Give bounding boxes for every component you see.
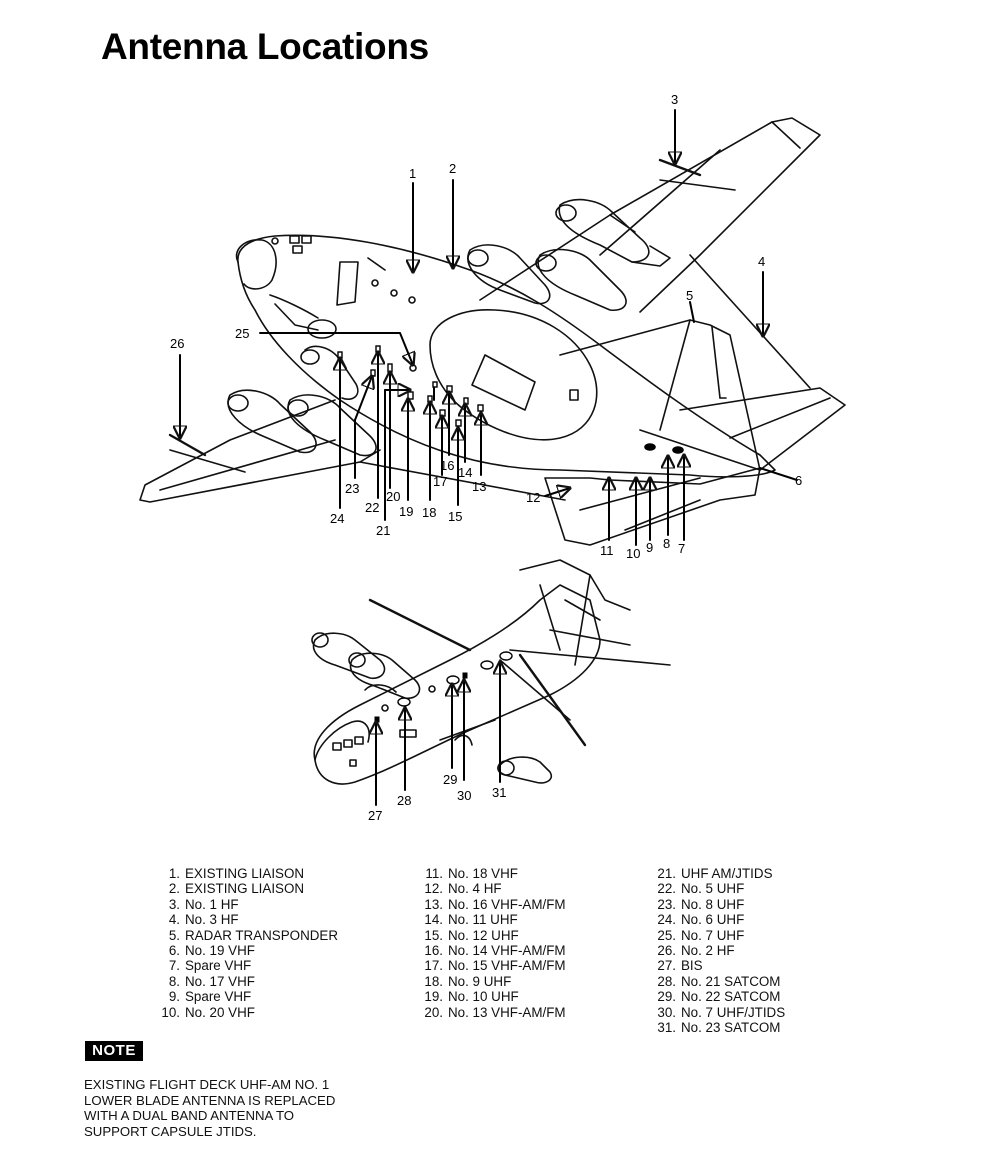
callout-31: 31 bbox=[492, 785, 506, 800]
legend-item: 8.No. 17 VHF bbox=[168, 973, 255, 989]
note-badge: NOTE bbox=[85, 1041, 143, 1061]
callout-27: 27 bbox=[368, 808, 382, 823]
legend-column: 21.UHF AM/JTIDS 22.No. 5 UHF 23.No. 8 UH… bbox=[652, 866, 785, 1035]
callout-12: 12 bbox=[526, 490, 540, 505]
legend-item: 26.No. 2 HF bbox=[657, 942, 735, 958]
legend-item: 6.No. 19 VHF bbox=[168, 942, 255, 958]
callout-24: 24 bbox=[330, 511, 344, 526]
page-title: Antenna Locations bbox=[101, 26, 429, 67]
engine-right-inner bbox=[537, 248, 627, 312]
callout-17: 17 bbox=[433, 474, 447, 489]
callout-7: 7 bbox=[678, 541, 685, 556]
callout-14: 14 bbox=[458, 465, 472, 480]
callout-22: 22 bbox=[365, 500, 379, 515]
callout-labels: 1 2 3 4 5 6 7 8 9 10 11 12 13 14 15 16 1… bbox=[170, 92, 802, 823]
callout-30: 30 bbox=[457, 788, 471, 803]
callout-5: 5 bbox=[686, 288, 693, 303]
note-text: EXISTING FLIGHT DECK UHF-AM NO. 1 LOWER … bbox=[84, 1077, 336, 1139]
legend-item: 29.No. 22 SATCOM bbox=[657, 989, 781, 1005]
legend-item: 1.EXISTING LIAISON bbox=[168, 866, 305, 881]
callout-25: 25 bbox=[235, 326, 249, 341]
tail-fin bbox=[559, 319, 761, 471]
aircraft-top-view bbox=[139, 109, 846, 546]
engine-right-mid bbox=[467, 244, 551, 305]
legend-item: 13.No. 16 VHF-AM/FM bbox=[424, 896, 566, 912]
legend-item: 10.No. 20 VHF bbox=[161, 1004, 255, 1020]
callout-29: 29 bbox=[443, 772, 457, 787]
callout-8: 8 bbox=[663, 536, 670, 551]
callout-13: 13 bbox=[472, 479, 486, 494]
legend-item: 9.Spare VHF bbox=[168, 989, 252, 1005]
legend-item: 4.No. 3 HF bbox=[168, 912, 239, 928]
callout-19: 19 bbox=[399, 504, 413, 519]
callout-1: 1 bbox=[409, 166, 416, 181]
callout-10: 10 bbox=[626, 546, 640, 561]
legend-item: 17.No. 15 VHF-AM/FM bbox=[424, 958, 566, 974]
engine-left-inner bbox=[287, 394, 377, 457]
callout-16: 16 bbox=[440, 458, 454, 473]
aircraft-bottom-view bbox=[311, 559, 671, 806]
engine-right-outer bbox=[558, 198, 650, 263]
legend-item: 5.RADAR TRANSPONDER bbox=[168, 927, 339, 943]
legend-item: 24.No. 6 UHF bbox=[657, 912, 745, 928]
legend-item: 14.No. 11 UHF bbox=[424, 912, 518, 928]
horizontal-stabilizer bbox=[679, 387, 846, 471]
fuselage-bottom bbox=[313, 584, 601, 785]
callout-3: 3 bbox=[671, 92, 678, 107]
callout-arrows-lower bbox=[376, 662, 500, 806]
callout-6: 6 bbox=[795, 473, 802, 488]
radar-capsule bbox=[429, 309, 598, 441]
callout-11: 11 bbox=[600, 543, 614, 558]
legend-item: 18.No. 9 UHF bbox=[424, 973, 512, 989]
legend-item: 28.No. 21 SATCOM bbox=[657, 973, 781, 989]
legend-item: 19.No. 10 UHF bbox=[424, 989, 519, 1005]
antenna-location-diagram: 1 2 3 4 5 6 7 8 9 10 11 12 13 14 15 16 1… bbox=[139, 92, 846, 823]
legend-item: 22.No. 5 UHF bbox=[657, 881, 745, 897]
legend-item: 11.No. 18 VHF bbox=[425, 866, 518, 881]
callout-2: 2 bbox=[449, 161, 456, 176]
legend-item: 7.Spare VHF bbox=[168, 958, 252, 974]
legend-item: 2.EXISTING LIAISON bbox=[168, 881, 305, 897]
legend-item: 21.UHF AM/JTIDS bbox=[657, 866, 773, 881]
callout-20: 20 bbox=[386, 489, 400, 504]
callout-4: 4 bbox=[758, 254, 765, 269]
engine-left-outer bbox=[227, 389, 317, 454]
callout-23: 23 bbox=[345, 481, 359, 496]
legend-item: 31.No. 23 SATCOM bbox=[657, 1019, 781, 1035]
callout-18: 18 bbox=[422, 505, 436, 520]
right-wing bbox=[479, 117, 821, 313]
legend-column: 1.EXISTING LIAISON 2.EXISTING LIAISON 3.… bbox=[156, 866, 338, 1020]
legend-item: 27.BIS bbox=[657, 958, 703, 974]
legend-column: 11.No. 18 VHF 12.No. 4 HF 13.No. 16 VHF-… bbox=[419, 866, 566, 1020]
nose-radome bbox=[235, 239, 277, 290]
legend-item: 20.No. 13 VHF-AM/FM bbox=[424, 1004, 566, 1020]
fuselage bbox=[237, 234, 776, 478]
legend-item: 3.No. 1 HF bbox=[168, 896, 239, 912]
callout-arrows-upper bbox=[180, 109, 798, 546]
legend-item: 15.No. 12 UHF bbox=[424, 927, 519, 943]
legend-item: 16.No. 14 VHF-AM/FM bbox=[424, 942, 566, 958]
legend-item: 23.No. 8 UHF bbox=[657, 896, 745, 912]
callout-9: 9 bbox=[646, 540, 653, 555]
callout-26: 26 bbox=[170, 336, 184, 351]
legend-item: 25.No. 7 UHF bbox=[657, 927, 745, 943]
callout-15: 15 bbox=[448, 509, 462, 524]
legend-item: 12.No. 4 HF bbox=[424, 881, 502, 897]
callout-28: 28 bbox=[397, 793, 411, 808]
callout-21: 21 bbox=[376, 523, 390, 538]
legend-item: 30.No. 7 UHF/JTIDS bbox=[657, 1004, 786, 1020]
